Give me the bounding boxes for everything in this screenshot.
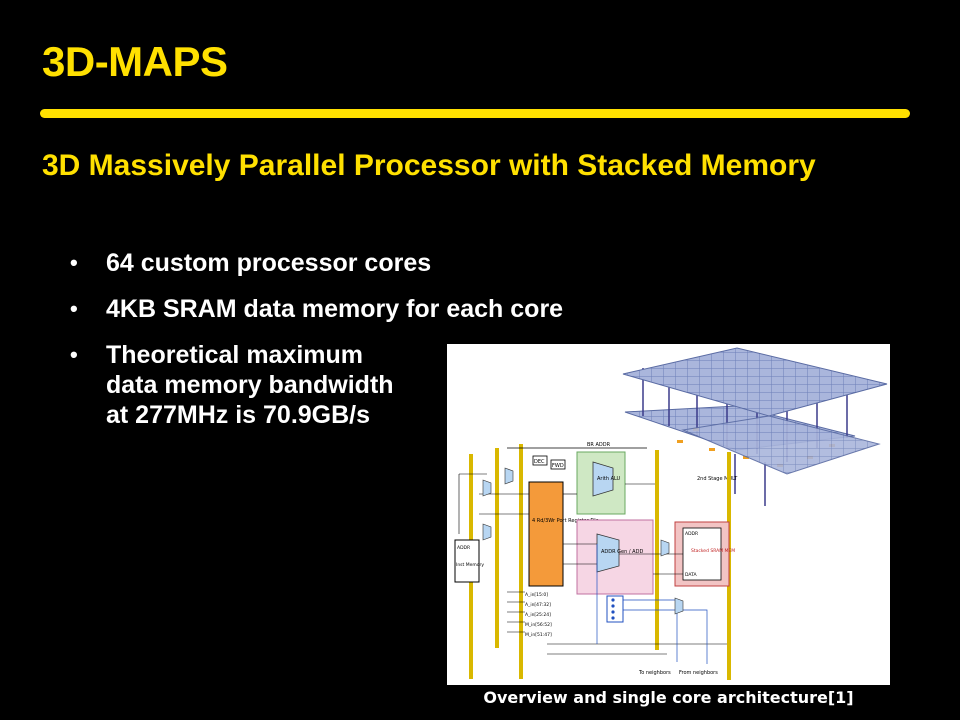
bullet-bandwidth: • Theoretical maximum data memory bandwi… [70, 340, 406, 430]
upper-die-layer [622, 347, 888, 417]
bullet-text: 64 custom processor cores [106, 249, 432, 277]
svg-text:M_in[56:52]: M_in[56:52] [525, 622, 552, 628]
slide-title: 3D-MAPS [42, 38, 228, 85]
stacked-die-overview: 2nd Stage MULT [622, 347, 888, 506]
slide-subtitle: 3D Massively Parallel Processor with Sta… [42, 149, 816, 182]
arith-alu-block [592, 461, 614, 497]
bullet-text: 4KB SRAM data memory for each core [106, 295, 564, 323]
sram-data-label: DATA [685, 572, 698, 578]
bullet-list: • 64 custom processor cores • 4KB SRAM d… [70, 248, 870, 446]
figure-caption: Overview and single core architecture[1] [483, 688, 854, 707]
input-port-labels: A_in[15:0] A_in[47:32] A_in[25:24] M_in[… [525, 592, 552, 638]
mux-blocks [482, 467, 684, 615]
bullet-icon: • [70, 342, 78, 367]
sram-addr-label: ADDR [685, 531, 698, 537]
dec-label: DEC [534, 459, 545, 465]
architecture-figure: 2nd Stage MULT Arith ALU BR ADDR DEC FWD… [447, 344, 890, 685]
signal-wires [458, 473, 727, 655]
inst-addr-label: ADDR [457, 545, 470, 551]
sram-block [682, 527, 722, 581]
bullet-text: Theoretical maximum data memory bandwidt… [106, 341, 394, 429]
bullet-icon: • [70, 250, 78, 275]
bradr-label: BR ADDR [587, 442, 611, 448]
svg-text:A_in[47:32]: A_in[47:32] [525, 602, 551, 608]
inst-memory-label: Inst Memory [456, 562, 484, 568]
svg-text:A_in[15:0]: A_in[15:0] [525, 592, 548, 598]
bullet-sram: • 4KB SRAM data memory for each core [70, 294, 870, 324]
stage-mult-label: 2nd Stage MULT [697, 476, 738, 482]
svg-text:M_in[51:47]: M_in[51:47] [525, 632, 552, 638]
title-underline [40, 109, 910, 118]
register-file-label: 4 Rd/3Wr Port Register File [532, 518, 599, 524]
arith-alu-label: Arith ALU [597, 476, 621, 482]
inst-memory-block [454, 539, 480, 583]
switch-ports [611, 598, 615, 620]
to-neighbors-label: To neighbors [638, 670, 671, 676]
architecture-diagram: 2nd Stage MULT Arith ALU BR ADDR DEC FWD… [454, 347, 888, 680]
bullet-icon: • [70, 296, 78, 321]
decode-block [532, 455, 548, 466]
neighbor-switch [606, 595, 624, 623]
svg-text:A_in[25:24]: A_in[25:24] [525, 612, 551, 618]
register-file-block [528, 481, 564, 587]
forward-block [550, 459, 566, 470]
middle-die-layer [681, 415, 881, 475]
bullet-cores: • 64 custom processor cores [70, 248, 870, 278]
fwd-label: FWD [552, 463, 564, 469]
addr-gen-label: ADDR Gen / ADD [601, 549, 643, 555]
from-neighbors-label: From neighbors [679, 670, 718, 676]
sram-mem-label: Stacked SRAM MEM [691, 548, 735, 554]
